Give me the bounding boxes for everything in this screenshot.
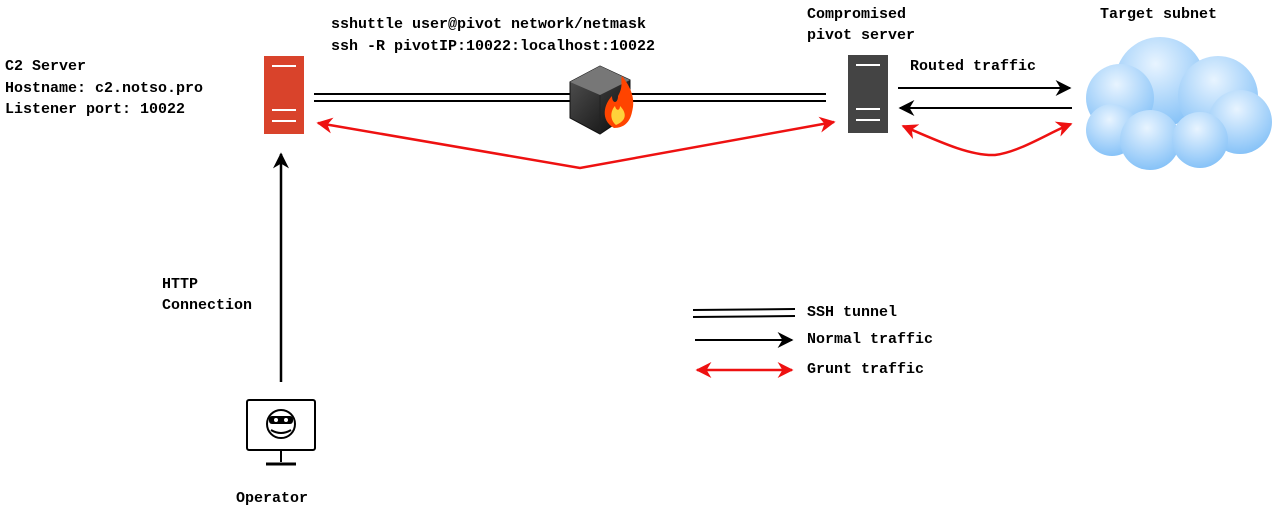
http-label-line-1: HTTP [162,276,199,293]
c2-hostname: Hostname: c2.notso.pro [5,80,204,97]
c2-listener-port: Listener port: 10022 [5,101,186,118]
c2-server-icon [264,56,304,134]
pivot-label-line-1: Compromised [807,6,907,23]
grunt-traffic-c2-pivot-arrow [316,116,836,170]
c2-server-title: C2 Server [5,58,87,75]
operator-label: Operator [236,490,309,507]
target-subnet-label: Target subnet [1100,6,1218,23]
hacker-monitor-icon [246,399,316,466]
http-label-line-2: Connection [162,297,253,314]
pivot-server-icon [848,55,888,133]
routed-traffic-label: Routed traffic [910,58,1037,75]
firewall-icon [569,65,634,135]
grunt-traffic-pivot-target-arrow [901,121,1073,157]
command-line-1: sshuttle user@pivot network/netmask [331,16,647,33]
command-line-2: ssh -R pivotIP:10022:localhost:10022 [331,38,656,55]
legend-grunt-traffic-label: Grunt traffic [807,361,925,378]
pivot-label-line-2: pivot server [807,27,916,44]
cloud-icon [1086,37,1272,170]
legend-normal-traffic-label: Normal traffic [807,331,934,348]
legend-ssh-tunnel-swatch [692,308,796,318]
legend-ssh-tunnel-label: SSH tunnel [807,304,898,321]
